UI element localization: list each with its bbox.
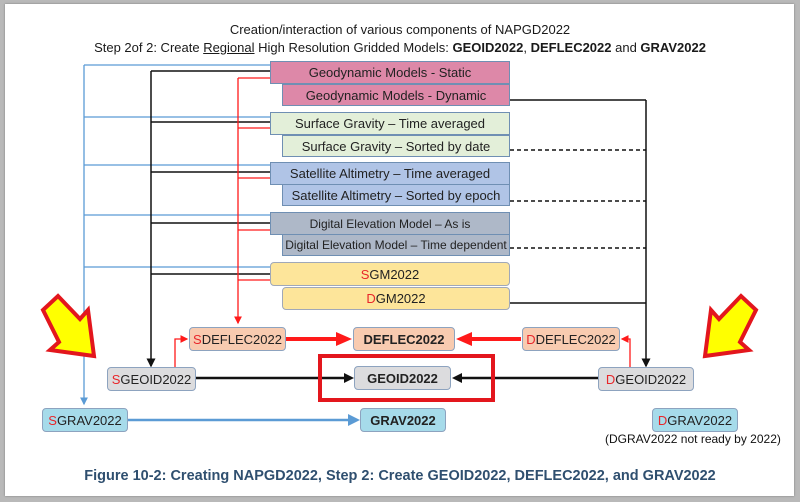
sdeflec-prefix: S (193, 331, 202, 347)
sgeoid-prefix: S (111, 371, 121, 387)
ddeflec-prefix: D (526, 331, 536, 347)
subtitle-mid: High Resolution Gridded Models: (254, 40, 453, 55)
deflec-arrows (286, 332, 521, 346)
sgm-label: GM2022 (369, 266, 420, 282)
red-connector-right (620, 335, 631, 367)
grav2022-node: GRAV2022 (360, 408, 446, 432)
input-dem-time-dependent: Digital Elevation Model – Time dependent (282, 234, 510, 256)
blue-connectors (80, 64, 270, 406)
input-dem-as-is: Digital Elevation Model – As is (270, 212, 510, 235)
dgrav-prefix: D (657, 412, 668, 428)
input-surface-gravity-sorted: Surface Gravity – Sorted by date (282, 135, 510, 157)
black-connectors-right (510, 99, 651, 368)
black-connectors-left (146, 70, 270, 368)
input-geodynamic-static: Geodynamic Models - Static (270, 61, 510, 84)
geoid-arrowhead-left (344, 373, 354, 383)
input-satellite-altimetry-sorted: Satellite Altimetry – Sorted by epoch (282, 184, 510, 206)
diagram-subtitle: Step 2of 2: Create Regional High Resolut… (0, 40, 800, 55)
diagram-title: Creation/interaction of various componen… (229, 22, 571, 37)
subtitle-geoid: GEOID2022 (452, 40, 524, 55)
dgeoid-prefix: D (605, 371, 616, 387)
geoid-arrowhead-right (452, 373, 462, 383)
input-satellite-altimetry-averaged: Satellite Altimetry – Time averaged (270, 162, 510, 185)
subtitle-regional: Regional (203, 40, 255, 55)
figure-caption: Figure 10-2: Creating NAPGD2022, Step 2:… (84, 468, 716, 484)
subtitle-sep2: and (611, 40, 641, 55)
sgrav-label: GRAV2022 (56, 412, 122, 428)
grav-arrowhead (348, 414, 360, 426)
subtitle-prefix: Step 2of 2: Create (94, 40, 204, 55)
subtitle-deflec: DEFLEC2022 (530, 40, 612, 55)
subtitle-grav: GRAV2022 (640, 40, 706, 55)
dgrav-label: GRAV2022 (667, 412, 733, 428)
dgm-label: GM2022 (375, 291, 426, 306)
dgeoid-label: GEOID2022 (615, 371, 687, 387)
sgm-prefix: S (360, 266, 370, 282)
ddeflec-label: DEFLEC2022 (535, 331, 616, 347)
yellow-arrow-left (40, 293, 97, 359)
input-surface-gravity-averaged: Surface Gravity – Time averaged (270, 112, 510, 135)
geoid2022-node: GEOID2022 (354, 366, 451, 390)
input-geodynamic-dynamic: Geodynamic Models - Dynamic (282, 84, 510, 106)
sdeflec-label: DEFLEC2022 (201, 331, 282, 347)
geoid-highlight-box (318, 354, 495, 402)
subtitle-sep1: , (523, 40, 531, 55)
deflec2022-node: DEFLEC2022 (353, 327, 455, 351)
red-connectors-left (174, 77, 270, 367)
dgm-prefix: D (366, 291, 376, 306)
yellow-arrow-right (702, 293, 759, 359)
sgrav-prefix: S (48, 412, 57, 428)
sgeoid-label: GEOID2022 (120, 371, 192, 387)
dgrav-note: (DGRAV2022 not ready by 2022) (605, 432, 781, 446)
